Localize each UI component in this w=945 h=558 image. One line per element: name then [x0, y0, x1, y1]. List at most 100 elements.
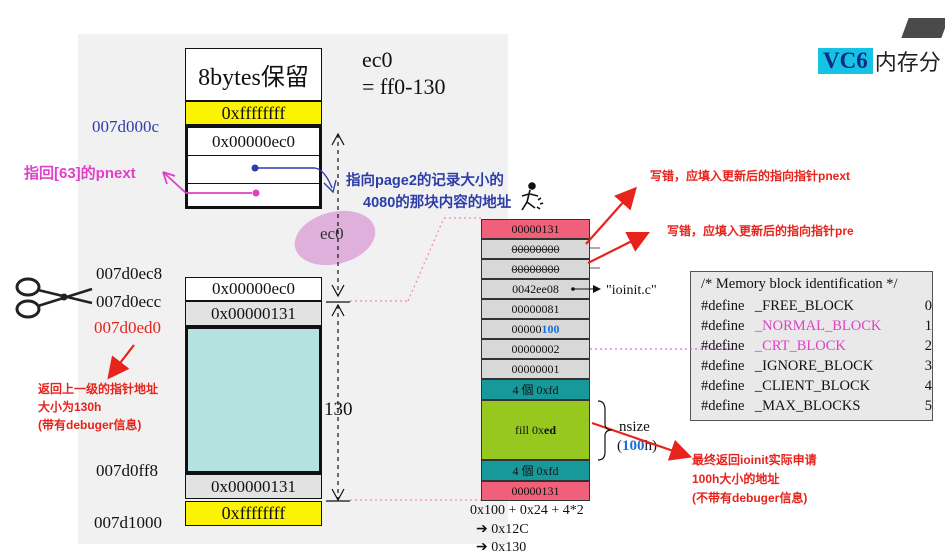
rb-guard-top: 4 個 0xfd — [481, 379, 590, 400]
define-keyword: #define — [701, 377, 745, 394]
define-value: 1 — [924, 317, 932, 334]
cell-text-bold: ed — [544, 422, 556, 437]
dotted-connectors — [350, 217, 481, 501]
page2-note-line1: 指向page2的记录大小的 — [346, 173, 504, 189]
formula-line1: ec0 — [362, 47, 393, 72]
size-header-top: 0x00000131 — [185, 301, 322, 326]
address-007d0ed0: 007d0ed0 — [94, 318, 162, 337]
pnext-back-label: 指回[63]的pnext — [24, 165, 136, 182]
size-header-bottom: 0x00000131 — [185, 474, 322, 499]
rb-size-header: 00000131 — [481, 219, 590, 239]
calc-line3-text: 0x130 — [491, 540, 527, 555]
cell-text-highlight: 100 — [541, 321, 560, 336]
define-comment: /* Memory block identification */ — [701, 276, 898, 292]
cell-text: 00000001 — [511, 361, 560, 376]
nsize-brace — [597, 400, 613, 461]
fill-ffffffff-bottom: 0xffffffff — [185, 501, 322, 526]
define-name: _CRT_BLOCK — [754, 337, 846, 354]
cell-text: 0x00000131 — [211, 476, 296, 496]
red-arrows — [107, 186, 693, 461]
arrow-icon: ➔ — [476, 540, 488, 555]
write-error-pnext: 写错，应填入更新后的指向指针pnext — [650, 169, 851, 183]
cell-text: fill 0x — [515, 422, 544, 437]
define-line: #define _CLIENT_BLOCK 4 — [701, 376, 932, 396]
title-vc6: VC6 — [818, 48, 873, 74]
rb-pre: 00000000 — [481, 259, 590, 279]
fill-ffffffff-top: 0xffffffff — [185, 101, 322, 125]
cell-text: 00000081 — [511, 301, 560, 316]
address-007d1000: 007d1000 — [94, 513, 162, 532]
page-title: VC6 内存分 — [818, 44, 941, 78]
ioinit-label: "ioinit.c" — [606, 283, 657, 298]
ec0-value: 0x00000ec0 — [188, 128, 319, 156]
nsize-number: 100 — [622, 438, 645, 454]
define-box: /* Memory block identification */ #defin… — [690, 271, 933, 421]
define-name: _CLIENT_BLOCK — [754, 377, 871, 394]
cell-text: 00000 — [511, 321, 542, 336]
define-line: #define _IGNORE_BLOCK 3 — [701, 356, 932, 376]
size-dimension-line — [326, 132, 350, 502]
address-007d0ec8: 007d0ec8 — [96, 264, 163, 283]
pointer-row-1 — [188, 156, 319, 184]
final-note-line3: (不带有debuger信息) — [692, 491, 808, 505]
header-text: 8bytes保留 — [198, 65, 309, 91]
rb-filename-ptr: 0042ee08 — [481, 279, 590, 299]
define-value: 2 — [924, 337, 932, 354]
rb-pnext: 00000000 — [481, 239, 590, 259]
running-figure-icon — [521, 182, 544, 211]
final-return-note: 最终返回ioinit实际申请 100h大小的地址 (不带有debuger信息) — [692, 451, 817, 508]
define-keyword: #define — [701, 357, 745, 374]
define-line: #define _MAX_BLOCKS 5 — [701, 396, 932, 416]
define-name: _FREE_BLOCK — [754, 297, 854, 314]
define-value: 4 — [924, 377, 932, 394]
define-keyword: #define — [701, 397, 745, 414]
scissors-icon — [15, 277, 93, 319]
nsize-label: nsize — [619, 419, 650, 435]
define-value: 5 — [924, 397, 932, 414]
define-name: _IGNORE_BLOCK — [754, 357, 874, 374]
pnext-back-arrow — [162, 171, 260, 197]
title-rest: 内存分 — [874, 50, 941, 75]
cell-text: 0x00000131 — [211, 303, 296, 323]
cell-text: 0x00000ec0 — [211, 279, 296, 298]
cell-text: 0042ee08 — [512, 281, 559, 296]
define-value: 3 — [924, 357, 932, 374]
cell-text: 00000131 — [511, 483, 560, 498]
return-note-line3: (带有debuger信息) — [38, 418, 142, 432]
cell-text: 00000000 — [511, 261, 560, 276]
rb-line-number: 00000081 — [481, 299, 590, 319]
calc-line2-text: 0x12C — [491, 522, 529, 537]
calc-line2: ➔ 0x12C — [476, 521, 529, 538]
rb-request-num: 00000001 — [481, 359, 590, 379]
address-007d000c: 007d000c — [92, 117, 160, 136]
write-error-pre: 写错，应填入更新后的指向指针pre — [667, 224, 854, 238]
return-note-line2: 大小为130h — [38, 400, 102, 414]
cell-text: 00000131 — [511, 221, 560, 236]
cell-text: 0xffffffff — [221, 503, 286, 523]
calc-line3: ➔ 0x130 — [476, 539, 526, 556]
final-note-line1: 最终返回ioinit实际申请 — [692, 453, 817, 467]
define-name: _MAX_BLOCKS — [754, 397, 861, 414]
address-007d0ff8: 007d0ff8 — [96, 461, 159, 480]
calc-line1: 0x100 + 0x24 + 4*2 — [470, 503, 584, 518]
data-area — [185, 326, 322, 474]
rb-connector-lines — [590, 247, 600, 269]
block-ec0-second: 0x00000ec0 — [185, 277, 322, 301]
cell-text: 00000000 — [511, 241, 560, 256]
return-note: 返回上一级的指针地址 大小为130h (带有debuger信息) — [38, 380, 158, 434]
rb-block-type: 00000002 — [481, 339, 590, 359]
return-note-line1: 返回上一级的指针地址 — [38, 382, 159, 396]
cell-text: 4 個 0xfd — [512, 383, 559, 397]
rb-guard-bottom: 4 個 0xfd — [481, 460, 590, 481]
define-keyword: #define — [701, 317, 745, 334]
header-reserved-8bytes: 8bytes保留 — [185, 48, 322, 101]
page2-note-line2: 4080的那块内容的地址 — [363, 195, 512, 211]
ioinit-arrow — [571, 285, 601, 293]
page2-pointer-arrow — [251, 164, 337, 194]
rb-size-footer: 00000131 — [481, 481, 590, 501]
arrow-icon: ➔ — [476, 522, 488, 537]
